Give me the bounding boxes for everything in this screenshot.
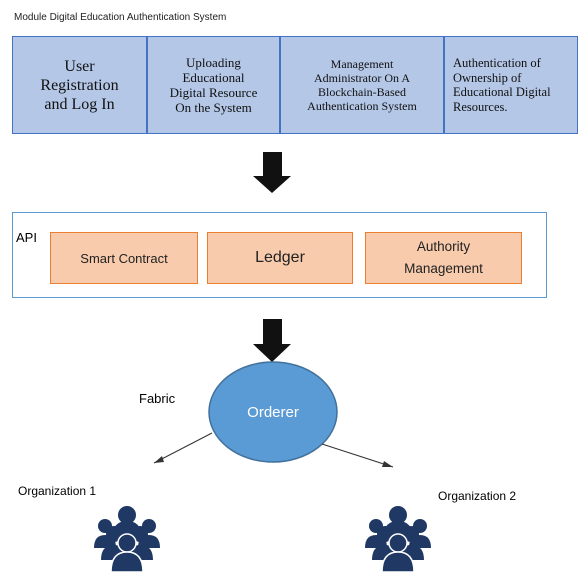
module-text-line: Administrator On A (314, 71, 410, 85)
module-text-line: Authentication System (307, 99, 417, 113)
module-ownership-authentication: Authentication of Ownership of Education… (444, 36, 578, 134)
organization-2-label: Organization 2 (438, 489, 517, 503)
module-text-line: Registration (40, 76, 119, 94)
module-text-line: Digital Resource (169, 85, 258, 100)
module-text-line: Uploading (186, 55, 241, 70)
people-group-icon (94, 506, 160, 573)
module-uploading-resource: Uploading Educational Digital Resource O… (147, 36, 280, 134)
fabric-label: Fabric (139, 391, 176, 406)
connector-line-org1 (153, 432, 213, 464)
module-text-line: Educational (182, 70, 245, 85)
api-label: API (16, 230, 37, 245)
smart-contract-box: Smart Contract (50, 232, 198, 284)
module-text-line: Resources. (453, 99, 508, 114)
api-item-label: Management (404, 261, 483, 276)
authority-management-box: Authority Management (365, 232, 522, 284)
arrowhead-icon (382, 461, 393, 467)
module-text-line: User (64, 57, 95, 75)
orderer-node (208, 361, 338, 463)
orderer-text: Orderer (247, 403, 299, 421)
module-user-registration: User Registration and Log In (12, 36, 147, 134)
api-item-label: Smart Contract (80, 250, 168, 266)
down-arrow-icon (253, 319, 291, 362)
ledger-box: Ledger (207, 232, 353, 284)
module-text-line: Authentication of (453, 56, 541, 70)
module-text-line: Ownership of (453, 70, 522, 85)
down-arrow-icon (253, 152, 291, 193)
people-group-icon (365, 506, 431, 573)
module-text-line: and Log In (44, 95, 115, 113)
module-management-administrator: Management Administrator On A Blockchain… (280, 36, 444, 134)
module-text-line: Management (330, 57, 394, 71)
module-text-line: Educational Digital (453, 85, 551, 99)
arrowhead-icon (154, 456, 164, 463)
organization-1-label: Organization 1 (18, 484, 97, 498)
diagram-title: Module Digital Education Authentication … (14, 12, 227, 23)
orderer-label: Orderer (209, 362, 337, 462)
module-text-line: Blockchain-Based (318, 85, 406, 99)
api-item-label: Ledger (255, 249, 305, 266)
module-text-line: On the System (175, 100, 252, 115)
api-item-label: Authority (416, 239, 471, 254)
connector-line-org2 (321, 443, 394, 468)
